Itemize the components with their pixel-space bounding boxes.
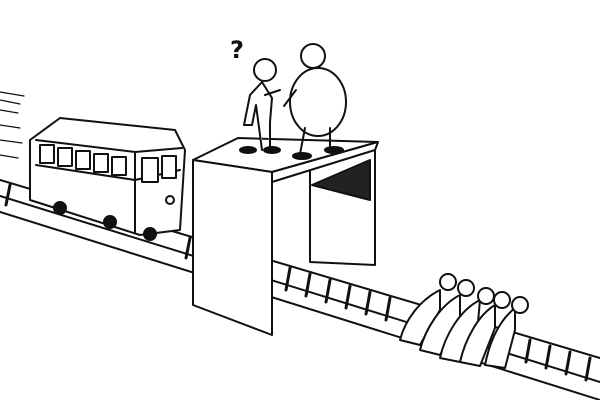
- footbridge: [192, 137, 379, 336]
- five-people-on-track: [399, 273, 529, 369]
- speed-lines: [0, 91, 25, 159]
- trolley-tram: [29, 117, 186, 241]
- bystander-figure: [239, 58, 281, 154]
- large-man-figure: [283, 43, 347, 160]
- question-mark: ?: [230, 36, 244, 64]
